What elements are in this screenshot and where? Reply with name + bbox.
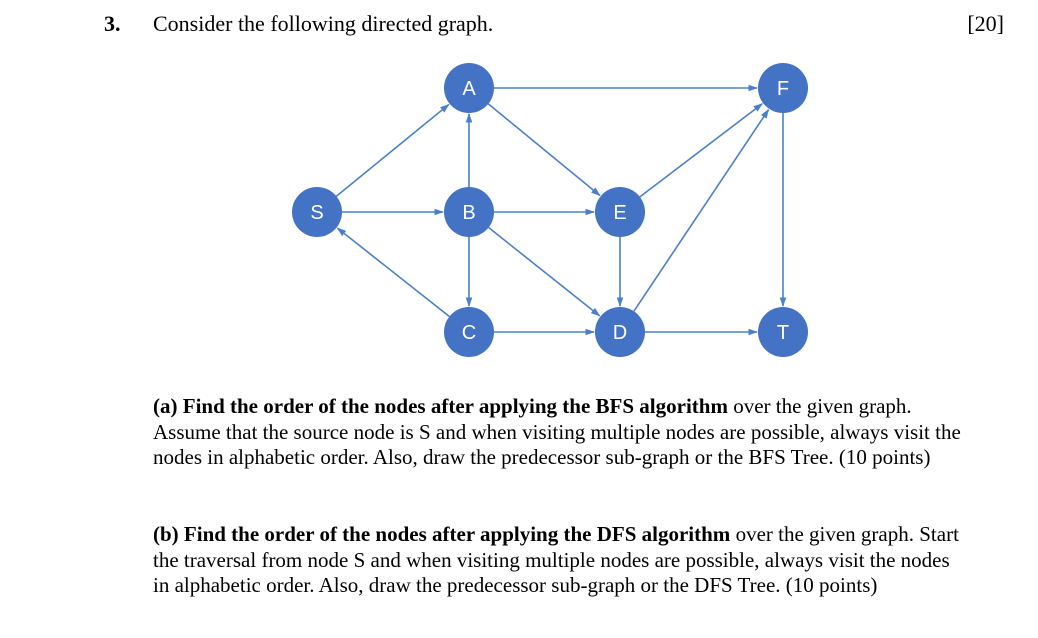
node-d: D (595, 307, 645, 357)
directed-graph: A F S B E C D T (292, 63, 808, 357)
part-b-bold: (b) Find the order of the nodes after ap… (153, 522, 731, 546)
node-label: A (462, 78, 476, 100)
node-circle (444, 63, 494, 113)
edge-d-f (633, 108, 770, 312)
node-a: A (444, 63, 494, 113)
graph-nodes: A F S B E C D T (292, 63, 808, 357)
node-e: E (595, 187, 645, 237)
node-label: E (613, 202, 626, 224)
node-c: C (444, 307, 494, 357)
part-b-text: over the given graph. Start the traversa… (153, 522, 959, 597)
part-b-question: (b) Find the order of the nodes after ap… (153, 522, 963, 599)
part-a-question: (a) Find the order of the nodes after ap… (153, 394, 963, 471)
node-label: S (310, 202, 323, 224)
graph-edges (335, 84, 787, 336)
node-label: B (462, 202, 475, 224)
question-marks: [20] (967, 11, 1004, 36)
edge-s-a (335, 103, 450, 197)
node-f: F (758, 63, 808, 113)
node-label: F (777, 78, 789, 100)
edge-c-s (336, 227, 450, 318)
node-circle (292, 187, 342, 237)
edge-b-d (488, 226, 601, 317)
node-circle (444, 187, 494, 237)
node-circle (758, 63, 808, 113)
node-circle (595, 187, 645, 237)
part-a-text: over the given graph. Assume that the so… (153, 394, 961, 469)
node-label: T (777, 322, 789, 344)
question-prompt: Consider the following directed graph. (153, 11, 494, 36)
node-s: S (292, 187, 342, 237)
node-b: B (444, 187, 494, 237)
node-t: T (758, 307, 808, 357)
node-circle (595, 307, 645, 357)
node-label: C (462, 322, 476, 344)
node-circle (758, 307, 808, 357)
node-circle (444, 307, 494, 357)
node-label: D (613, 322, 627, 344)
question-number: 3. (104, 11, 121, 36)
part-a-bold: (a) Find the order of the nodes after ap… (153, 394, 728, 418)
edge-e-f (639, 103, 764, 198)
edge-a-e (487, 103, 601, 197)
